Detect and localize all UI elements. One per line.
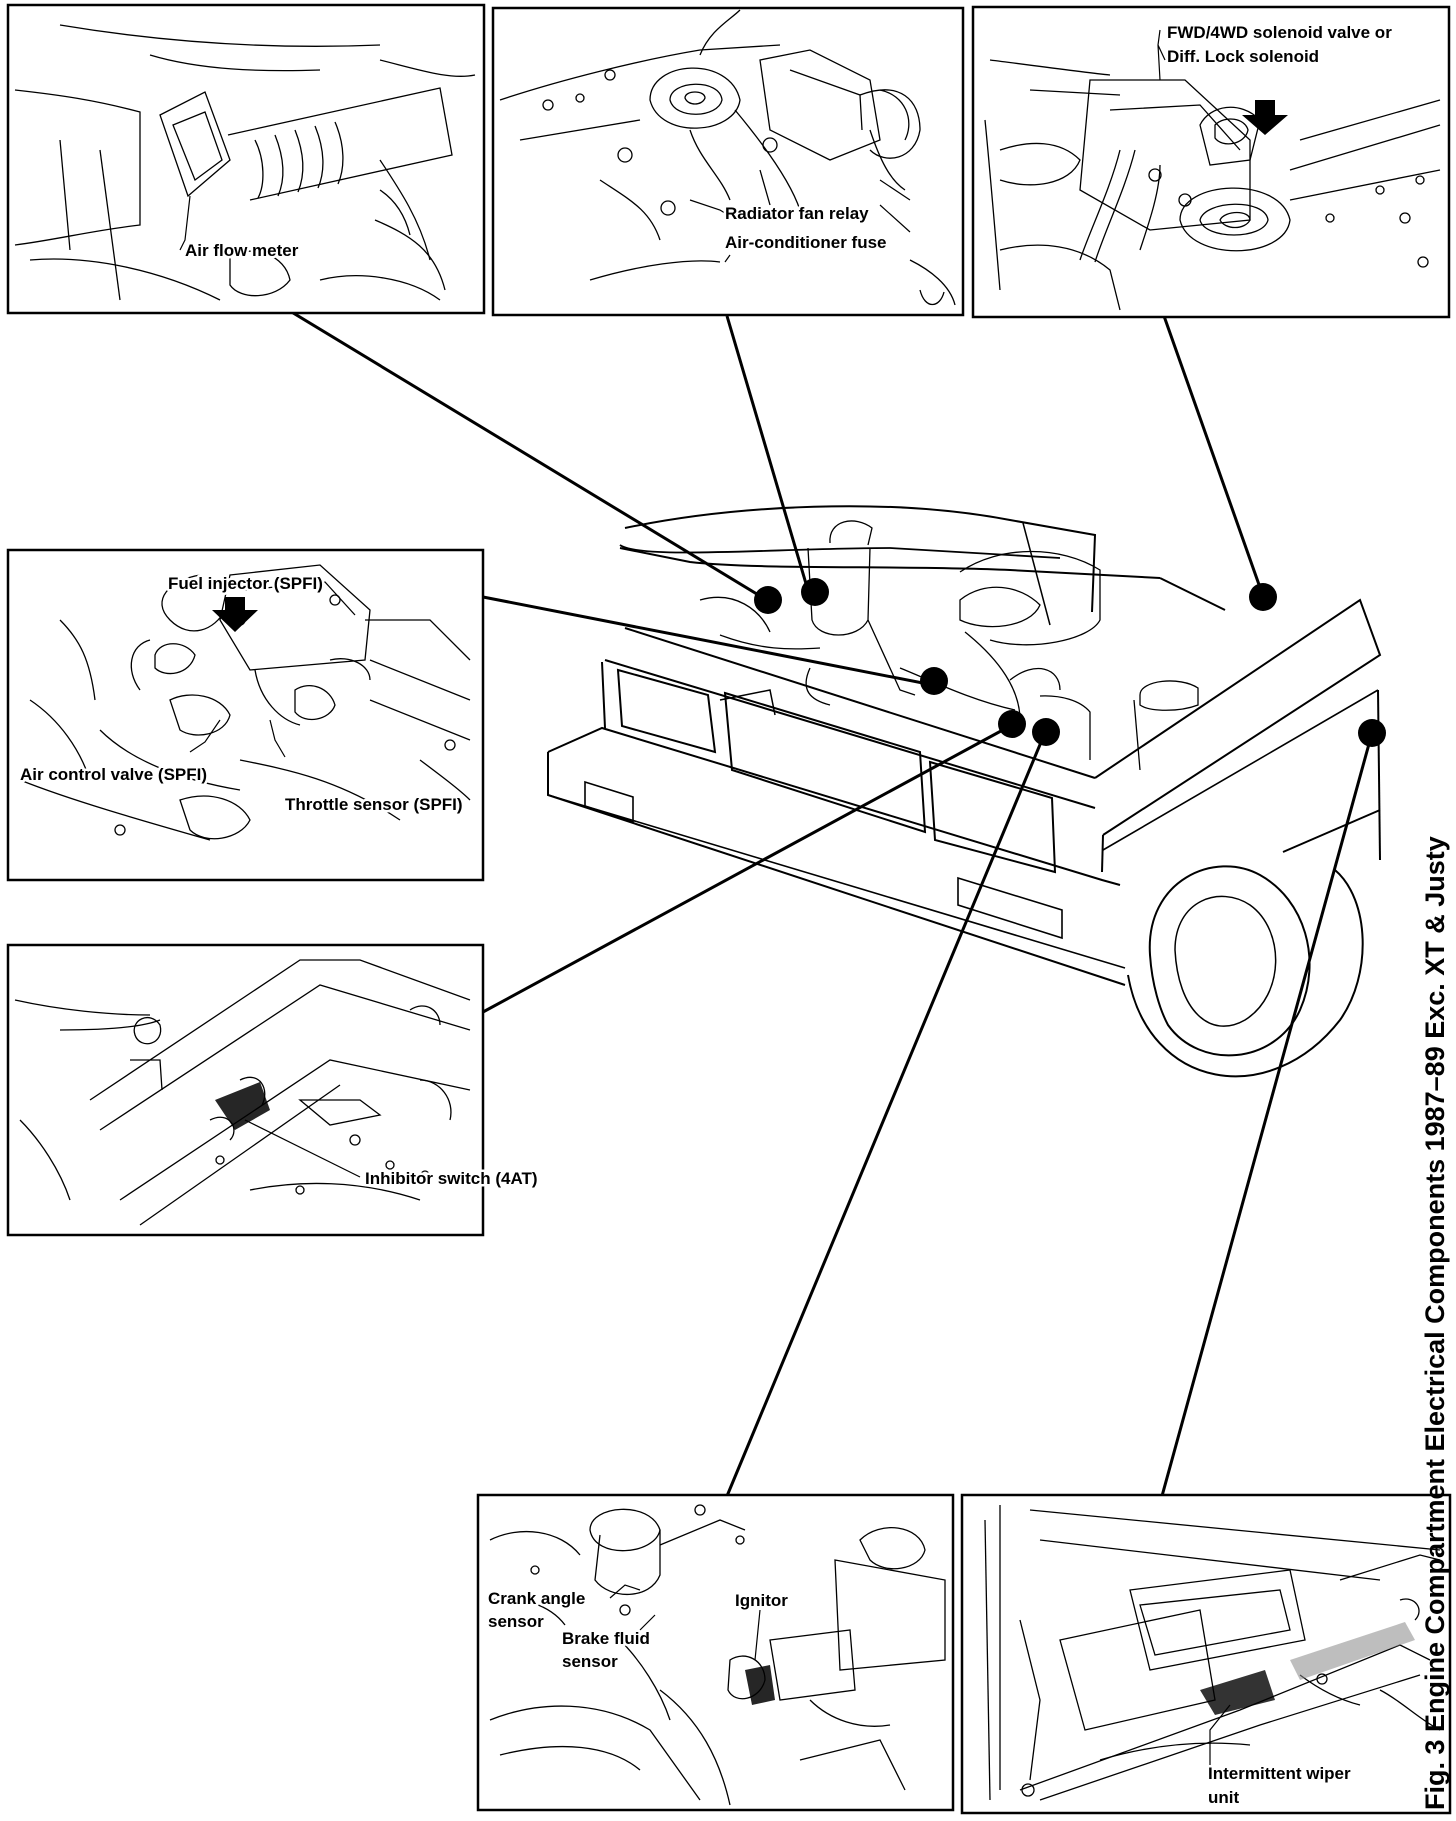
car-illustration xyxy=(547,505,1382,1078)
label-intermittent-wiper: Intermittent wiper xyxy=(1208,1764,1351,1783)
panel-spfi: Fuel injector (SPFI) Air control valve (… xyxy=(6,548,485,882)
panel-solenoid: FWD/4WD solenoid valve or Diff. Lock sol… xyxy=(971,5,1451,319)
label-fwd-4wd-solenoid: FWD/4WD solenoid valve or xyxy=(1167,23,1392,42)
label-crank-angle-sensor: sensor xyxy=(488,1612,544,1631)
panel-crank-angle: Crank angle sensor Brake fluid sensor Ig… xyxy=(476,1493,955,1812)
label-air-conditioner-fuse: Air-conditioner fuse xyxy=(725,233,887,252)
callout-dot-spfi xyxy=(920,667,948,695)
label-fuel-injector: Fuel injector (SPFI) xyxy=(168,574,323,593)
callout-dot-air-flow-meter xyxy=(754,586,782,614)
label-brake-fluid-sensor: sensor xyxy=(562,1652,618,1671)
label-air-flow-meter: Air flow meter xyxy=(185,241,299,260)
callout-dot-radiator-fan-relay xyxy=(801,578,829,606)
callout-dot-crank-angle xyxy=(1032,718,1060,746)
callout-dot-solenoid xyxy=(1249,583,1277,611)
label-inhibitor-switch: Inhibitor switch (4AT) xyxy=(365,1169,538,1188)
label-air-control-valve: Air control valve (SPFI) xyxy=(20,765,207,784)
label-throttle-sensor: Throttle sensor (SPFI) xyxy=(285,795,463,814)
panel-air-flow-meter: Air flow meter xyxy=(6,3,486,315)
label-radiator-fan-relay: Radiator fan relay xyxy=(725,204,869,223)
callout-dot-inhibitor xyxy=(998,710,1026,738)
label-ignitor: Ignitor xyxy=(735,1591,788,1610)
panel-inhibitor: Inhibitor switch (4AT) xyxy=(6,943,540,1237)
figure-caption: Fig. 3 Engine Compartment Electrical Com… xyxy=(1420,836,1450,1810)
panel-wiper: Intermittent wiper unit xyxy=(960,1493,1452,1815)
label-brake-fluid: Brake fluid xyxy=(562,1629,650,1648)
label-diff-lock-solenoid: Diff. Lock solenoid xyxy=(1167,47,1319,66)
label-crank-angle: Crank angle xyxy=(488,1589,585,1608)
panel-radiator-fan: Radiator fan relay Air-conditioner fuse xyxy=(491,6,965,317)
callout-dots xyxy=(754,578,1386,747)
callout-dot-wiper xyxy=(1358,719,1386,747)
leader-lines xyxy=(251,286,1374,1497)
label-wiper-unit: unit xyxy=(1208,1788,1239,1807)
